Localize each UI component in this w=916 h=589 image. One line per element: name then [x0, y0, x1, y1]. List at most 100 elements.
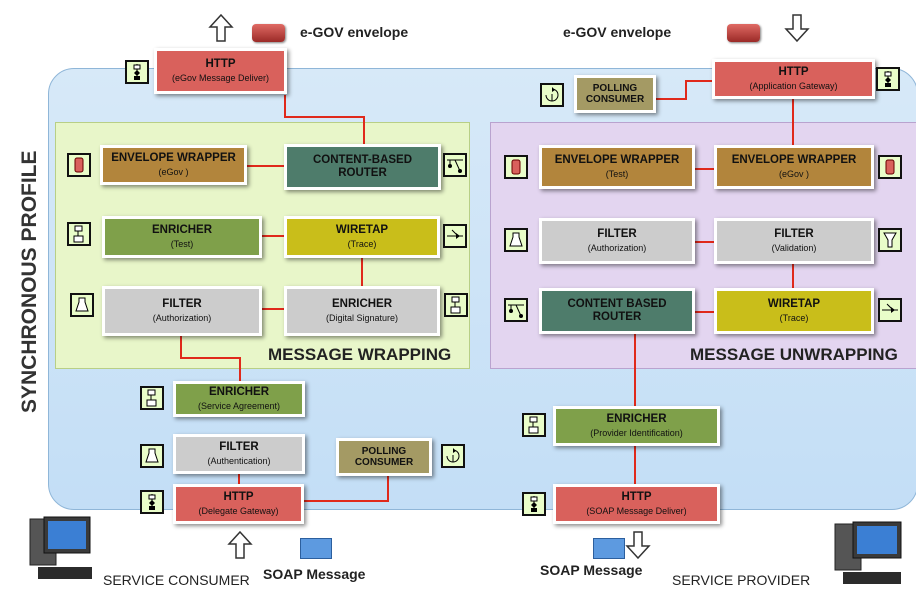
node-title: ENVELOPE WRAPPER — [554, 154, 680, 167]
connector — [238, 473, 240, 485]
polling-consumer-icon — [441, 444, 465, 468]
node-subtitle: (Authorization) — [587, 243, 647, 254]
soap-message-label-left: SOAP Message — [263, 566, 366, 582]
wiretap-icon — [443, 224, 467, 248]
node-subtitle: (Trace) — [779, 313, 809, 324]
node-title: POLLING CONSUMER — [585, 82, 645, 106]
connector — [180, 357, 240, 359]
node-subtitle: (Test) — [170, 239, 194, 250]
enricher-test: ENRICHER (Test) — [102, 216, 262, 258]
envelope-wrapper-egov: ENVELOPE WRAPPER (eGov ) — [100, 145, 247, 185]
connector — [634, 334, 636, 408]
node-subtitle: (eGov ) — [158, 167, 189, 178]
channel-adapter-icon — [140, 490, 164, 514]
node-subtitle: (Digital Signature) — [325, 313, 399, 324]
node-title: FILTER — [597, 228, 637, 241]
router-icon — [504, 298, 528, 322]
connector — [284, 95, 286, 117]
node-title: POLLING CONSUMER — [354, 445, 414, 469]
filter-validation: FILTER (Validation) — [714, 218, 874, 264]
node-subtitle: (Validation) — [771, 243, 817, 254]
channel-adapter-icon — [125, 60, 149, 84]
enricher-provider-identification: ENRICHER (Provider Identification) — [553, 406, 720, 446]
node-title: HTTP — [778, 66, 809, 79]
content-enricher-icon — [522, 413, 546, 437]
node-title: HTTP — [621, 491, 652, 504]
connector — [695, 311, 717, 313]
up-arrow-icon — [227, 530, 253, 559]
node-subtitle: (Provider Identification) — [590, 428, 683, 439]
connector — [792, 97, 794, 147]
channel-adapter-icon — [876, 67, 900, 91]
envelope-wrapper-icon — [504, 155, 528, 179]
egov-envelope-icon — [727, 24, 760, 42]
node-subtitle: (Trace) — [347, 239, 377, 250]
connector — [685, 80, 687, 100]
envelope-wrapper-test: ENVELOPE WRAPPER (Test) — [539, 145, 695, 189]
node-title: FILTER — [219, 441, 259, 454]
node-title: FILTER — [774, 228, 814, 241]
connector — [302, 500, 388, 502]
content-enricher-icon — [67, 222, 91, 246]
soap-message-icon — [300, 538, 332, 559]
content-enricher-icon — [444, 293, 468, 317]
node-title: ENVELOPE WRAPPER — [111, 152, 236, 165]
message-filter-icon — [878, 228, 902, 252]
connector — [695, 168, 717, 170]
connector — [247, 165, 287, 167]
content-based-router-right: CONTENT BASED ROUTER — [539, 288, 695, 334]
channel-adapter-icon — [522, 492, 546, 516]
node-subtitle: (Application Gateway) — [749, 81, 838, 92]
connector — [262, 308, 287, 310]
node-subtitle: (eGov ) — [778, 169, 809, 180]
down-arrow-icon — [784, 14, 810, 43]
filter-authorization-right: FILTER (Authorization) — [539, 218, 695, 264]
content-enricher-icon — [140, 386, 164, 410]
polling-consumer-icon — [540, 83, 564, 107]
computer-icon — [29, 516, 92, 579]
connector — [284, 116, 364, 118]
node-title: WIRETAP — [335, 224, 389, 237]
wiretap-trace-right: WIRETAP (Trace) — [714, 288, 874, 334]
enricher-service-agreement: ENRICHER (Service Agreement) — [173, 381, 305, 417]
wiretap-trace-left: WIRETAP (Trace) — [284, 216, 440, 258]
node-subtitle: (Delegate Gateway) — [198, 506, 279, 517]
enricher-digital-signature: ENRICHER (Digital Signature) — [284, 286, 440, 336]
node-title: HTTP — [223, 491, 254, 504]
node-title: CONTENT BASED ROUTER — [567, 297, 667, 323]
filter-authorization-left: FILTER (Authorization) — [102, 286, 262, 336]
node-subtitle: (eGov Message Deliver) — [171, 73, 270, 84]
message-filter-icon — [504, 228, 528, 252]
node-subtitle: (Service Agreement) — [197, 401, 281, 412]
egov-envelope-label-right: e-GOV envelope — [563, 24, 672, 40]
envelope-wrapper-icon — [67, 153, 91, 177]
egov-envelope-label-left: e-GOV envelope — [300, 24, 409, 40]
filter-authentication: FILTER (Authentication) — [173, 434, 305, 474]
node-title: ENRICHER — [606, 413, 667, 426]
message-unwrapping-title: MESSAGE UNWRAPPING — [690, 345, 898, 364]
computer-icon — [834, 521, 902, 584]
connector — [262, 235, 287, 237]
polling-consumer-top: POLLING CONSUMER — [574, 75, 656, 113]
soap-message-icon — [593, 538, 625, 559]
node-title: ENRICHER — [151, 224, 213, 237]
connector — [792, 263, 794, 289]
connector — [656, 98, 686, 100]
egov-envelope-icon — [252, 24, 285, 42]
node-subtitle: (Test) — [605, 169, 629, 180]
profile-title: SYNCHRONOUS PROFILE — [18, 150, 41, 413]
service-provider-label: SERVICE PROVIDER — [672, 572, 811, 588]
http-soap-message-deliver: HTTP (SOAP Message Deliver) — [553, 484, 720, 524]
connector — [361, 258, 363, 288]
polling-consumer-bottom: POLLING CONSUMER — [336, 438, 432, 476]
service-consumer-label: SERVICE CONSUMER — [103, 572, 250, 588]
message-filter-icon — [70, 293, 94, 317]
connector — [634, 446, 636, 486]
down-arrow-icon — [625, 531, 651, 560]
node-subtitle: (Authentication) — [207, 456, 271, 467]
connector — [685, 80, 715, 82]
node-subtitle: (Authorization) — [152, 313, 212, 324]
soap-message-label-right: SOAP Message — [540, 562, 643, 578]
message-filter-icon — [140, 444, 164, 468]
up-arrow-icon — [208, 13, 234, 42]
